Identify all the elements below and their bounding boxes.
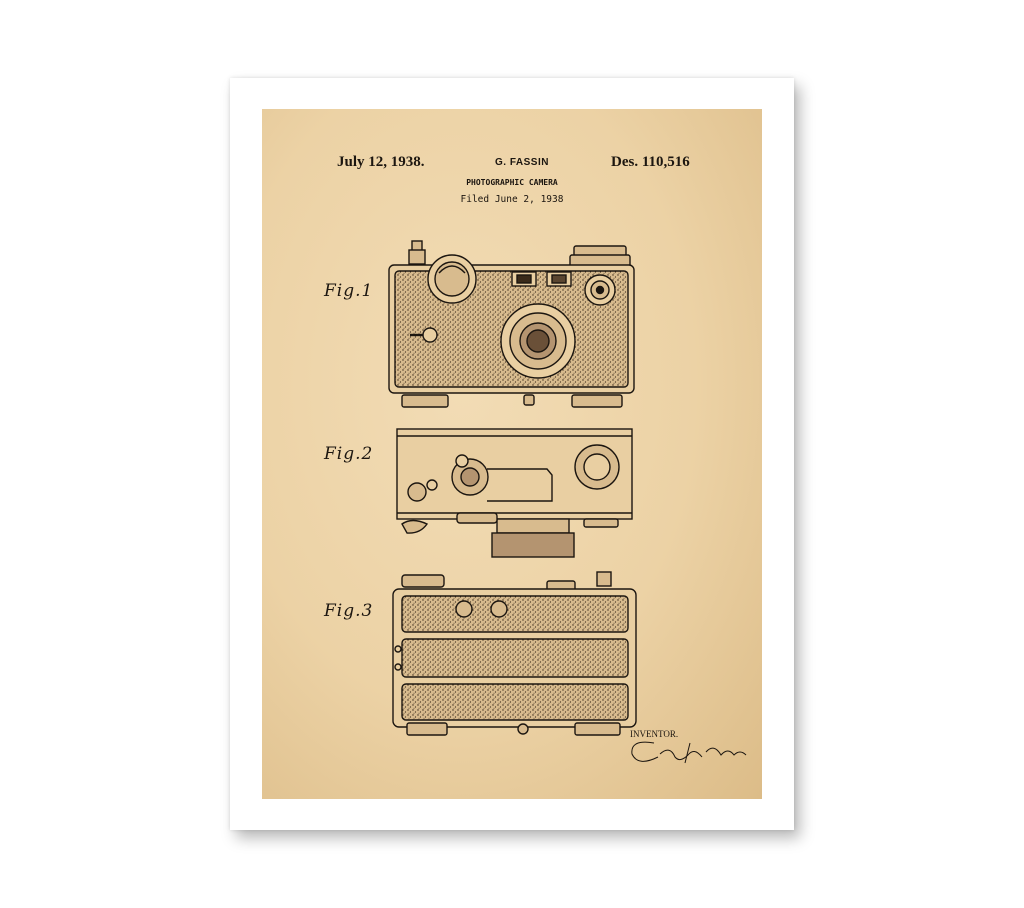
figure-2-label: Fig.2 [324, 444, 374, 464]
filed-date: Filed June 2, 1938 [460, 194, 564, 205]
inventor-signature [631, 741, 747, 764]
figure-1-front-view [388, 240, 635, 408]
figure-1-label: Fig.1 [324, 281, 374, 301]
figure-2-top-view [396, 428, 633, 558]
figure-3-label: Fig.3 [324, 601, 374, 621]
figure-3-rear-view [392, 571, 637, 736]
patent-title: PHOTOGRAPHIC CAMERA [466, 178, 558, 187]
design-number: Des. 110,516 [611, 154, 690, 170]
poster-print: July 12, 1938. G. FASSIN Des. 110,516 PH… [230, 78, 794, 830]
patent-date: July 12, 1938. [337, 154, 425, 170]
inventor-label: INVENTOR. [630, 729, 679, 739]
patent-sheet: July 12, 1938. G. FASSIN Des. 110,516 PH… [262, 109, 762, 799]
inventor-name: G. FASSIN [495, 157, 549, 168]
camera-drawings [388, 240, 747, 764]
